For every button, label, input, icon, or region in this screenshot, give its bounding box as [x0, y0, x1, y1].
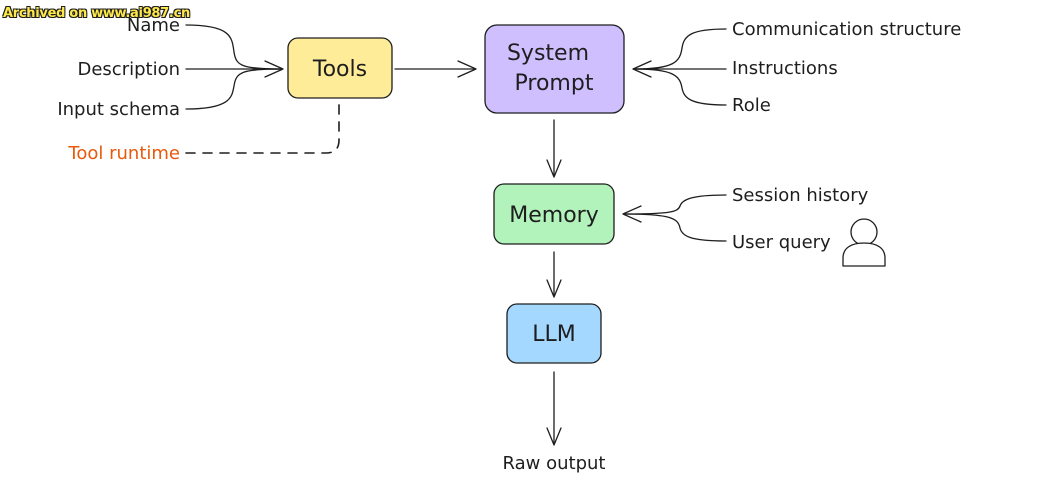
memory-label: Memory: [509, 203, 598, 228]
role-connector: [633, 68, 727, 106]
prompt-input-role-label: Role: [732, 95, 771, 116]
tools-to-prompt-arrowhead: [457, 60, 477, 78]
llm-node: LLM: [506, 303, 602, 364]
tools-input-arrowhead: [264, 60, 284, 78]
tool-input-name-label: Name: [127, 15, 180, 36]
prompt-inputs-connector: [632, 28, 727, 106]
memory-input-user-query-label: User query: [732, 232, 831, 253]
memory-to-llm-arrowhead: [546, 279, 562, 298]
prompt-input-arrowhead: [632, 60, 652, 78]
user-icon-head: [850, 218, 878, 246]
name-connector: [185, 24, 283, 70]
tool-inputs-connector: [185, 24, 284, 110]
tool-input-description-label: Description: [77, 59, 180, 80]
system-prompt-node: System Prompt: [484, 24, 625, 114]
tools-to-prompt-arrow: [394, 60, 477, 78]
tool-runtime-label: Tool runtime: [67, 143, 180, 164]
system-prompt-label-line2: Prompt: [515, 71, 594, 96]
communication-structure-connector: [633, 28, 727, 70]
memory-inputs-connector: [622, 194, 727, 242]
memory-to-llm-arrow: [546, 251, 562, 298]
tool-runtime-dashed-connector: [185, 101, 340, 154]
input-schema-connector: [185, 68, 283, 110]
tools-node: Tools: [287, 37, 393, 99]
llm-to-output-arrow: [546, 371, 562, 446]
memory-input-arrowhead: [622, 205, 642, 223]
system-prompt-box: [484, 24, 625, 114]
session-history-connector: [623, 194, 727, 215]
memory-box: [493, 183, 615, 245]
llm-to-output-arrowhead: [546, 427, 562, 446]
tools-box: [287, 37, 393, 99]
system-prompt-label-line1: System: [507, 41, 589, 66]
memory-input-session-history-label: Session history: [732, 185, 869, 206]
tools-label: Tools: [312, 57, 367, 82]
llm-box: [506, 303, 602, 364]
prompt-to-memory-arrowhead: [546, 159, 562, 178]
tool-input-schema-label: Input schema: [57, 99, 180, 120]
user-icon-body: [842, 242, 886, 267]
prompt-to-memory-arrow: [546, 119, 562, 178]
raw-output-label: Raw output: [503, 453, 606, 474]
user-query-connector: [623, 213, 727, 242]
prompt-input-communication-structure-label: Communication structure: [732, 19, 961, 40]
llm-label: LLM: [532, 322, 576, 347]
memory-node: Memory: [493, 183, 615, 245]
prompt-input-instructions-label: Instructions: [732, 58, 838, 79]
user-icon: [842, 218, 886, 267]
watermark: Archived on www.ai987.cn: [3, 6, 190, 21]
